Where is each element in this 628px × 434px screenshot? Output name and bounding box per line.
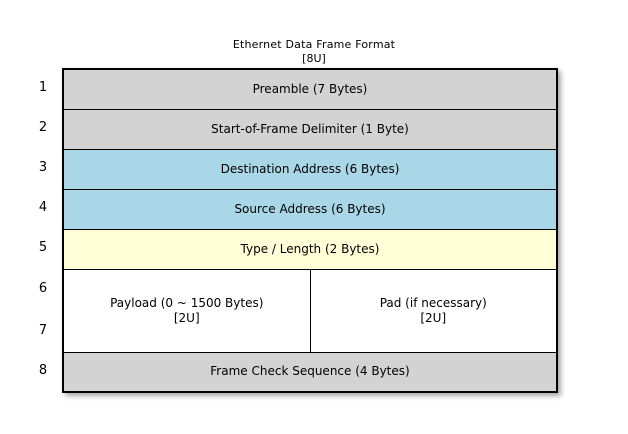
table-row: Source Address (6 Bytes) <box>62 188 558 230</box>
table-row: Frame Check Sequence (4 Bytes) <box>62 351 558 393</box>
table-row: Start-of-Frame Delimiter (1 Byte) <box>62 108 558 150</box>
field-preamble: Preamble (7 Bytes) <box>62 68 558 110</box>
field-start-of-frame-delimiter: Start-of-Frame Delimiter (1 Byte) <box>62 108 558 150</box>
field-payload-note: [2U] <box>173 310 200 325</box>
field-pad-note: [2U] <box>420 310 447 325</box>
table-row: Type / Length (2 Bytes) <box>62 228 558 270</box>
field-frame-check-sequence: Frame Check Sequence (4 Bytes) <box>62 351 558 393</box>
field-pad-label: Pad (if necessary) <box>379 295 487 310</box>
field-destination-address: Destination Address (6 Bytes) <box>62 148 558 190</box>
row-number-6: 6 <box>38 281 48 296</box>
page-subtitle: [8U] <box>302 52 326 65</box>
ethernet-frame-table: Preamble (7 Bytes) Start-of-Frame Delimi… <box>62 68 558 393</box>
field-payload: Payload (0 ~ 1500 Bytes) [2U] <box>62 268 311 353</box>
table-row: Destination Address (6 Bytes) <box>62 148 558 190</box>
table-row: Preamble (7 Bytes) <box>62 68 558 110</box>
row-number-4: 4 <box>38 200 48 215</box>
row-number-1: 1 <box>38 80 48 95</box>
field-pad: Pad (if necessary) [2U] <box>309 268 558 353</box>
table-row: Payload (0 ~ 1500 Bytes) [2U] Pad (if ne… <box>62 268 558 353</box>
field-source-address: Source Address (6 Bytes) <box>62 188 558 230</box>
row-number-gutter: 1 2 3 4 5 6 7 8 <box>30 68 56 391</box>
row-number-5: 5 <box>38 240 48 255</box>
row-number-7: 7 <box>38 323 48 338</box>
field-type-length: Type / Length (2 Bytes) <box>62 228 558 270</box>
page-title: Ethernet Data Frame Format <box>232 38 396 51</box>
row-number-2: 2 <box>38 120 48 135</box>
field-payload-label: Payload (0 ~ 1500 Bytes) <box>110 295 264 310</box>
row-number-3: 3 <box>38 160 48 175</box>
row-number-8: 8 <box>38 363 48 378</box>
title-block: Ethernet Data Frame Format [8U] <box>0 38 628 65</box>
